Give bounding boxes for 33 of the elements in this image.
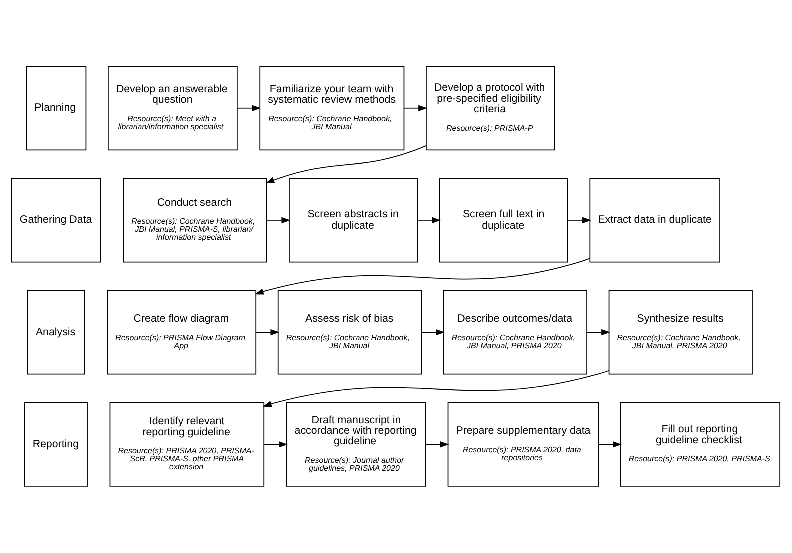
arrow [262, 370, 610, 408]
arrow [421, 329, 446, 336]
arrow [404, 105, 428, 112]
arrow [254, 258, 590, 295]
arrow [586, 329, 610, 336]
node-box: Extract data in duplicate [590, 178, 720, 263]
arrow [417, 217, 442, 224]
node-box: Identify relevant reporting guideline Resource(s): PRISMA 2020, PRISMA-ScR, PRISMA-S, other PRISMA extension [110, 402, 265, 487]
node-box: Gathering Data [11, 178, 102, 263]
arrow [425, 442, 450, 448]
node-box: Develop an answerable question Resource(s): Meet with a librarian/information specialist [108, 66, 238, 151]
node-box: Assess risk of bias Resource(s): Cochrane Handbook, JBI Manual [278, 290, 422, 375]
node-box: Familiarize your team with systematic review methods Resource(s): Cochrane Handbook, JBI Manual [260, 66, 405, 151]
node-box: Prepare supplementary data Resource(s): PRISMA 2020, data repositories [448, 402, 600, 487]
node-box: Analysis [28, 290, 86, 375]
arrow [568, 217, 592, 224]
arrow [264, 442, 288, 448]
arrow [237, 105, 262, 112]
arrow [598, 442, 622, 448]
node-box: Develop a protocol with pre-specified eligibility criteria Resource(s): PRISMA-P [426, 66, 556, 151]
arrow [266, 217, 291, 224]
node-box: Describe outcomes/data Resource(s): Cochrane Handbook, JBI Manual, PRISMA 2020 [443, 290, 588, 375]
node-box: Fill out reporting guideline checklist Resource(s): PRISMA 2020, PRISMA-S [620, 402, 781, 487]
arrow [256, 329, 280, 336]
node-box: Create flow diagram Resource(s): PRISMA Flow Diagram App [107, 290, 257, 375]
node-box: Reporting [24, 402, 88, 487]
arrow [266, 146, 427, 184]
node-box: Draft manuscript in accordance with reporting guideline Resource(s): Journal author guidelines, PRISMA 2020 [286, 402, 426, 487]
node-box: Conduct search Resource(s): Cochrane Handbook, JBI Manual, PRISMA-S, librarian/ information specialist [123, 178, 268, 263]
node-box: Synthesize results Resource(s): Cochrane Handbook, JBI Manual, PRISMA 2020 [608, 290, 753, 375]
node-box: Planning [26, 66, 87, 151]
node-box: Screen full text in duplicate [439, 178, 568, 263]
node-box: Screen abstracts in duplicate [289, 178, 418, 263]
